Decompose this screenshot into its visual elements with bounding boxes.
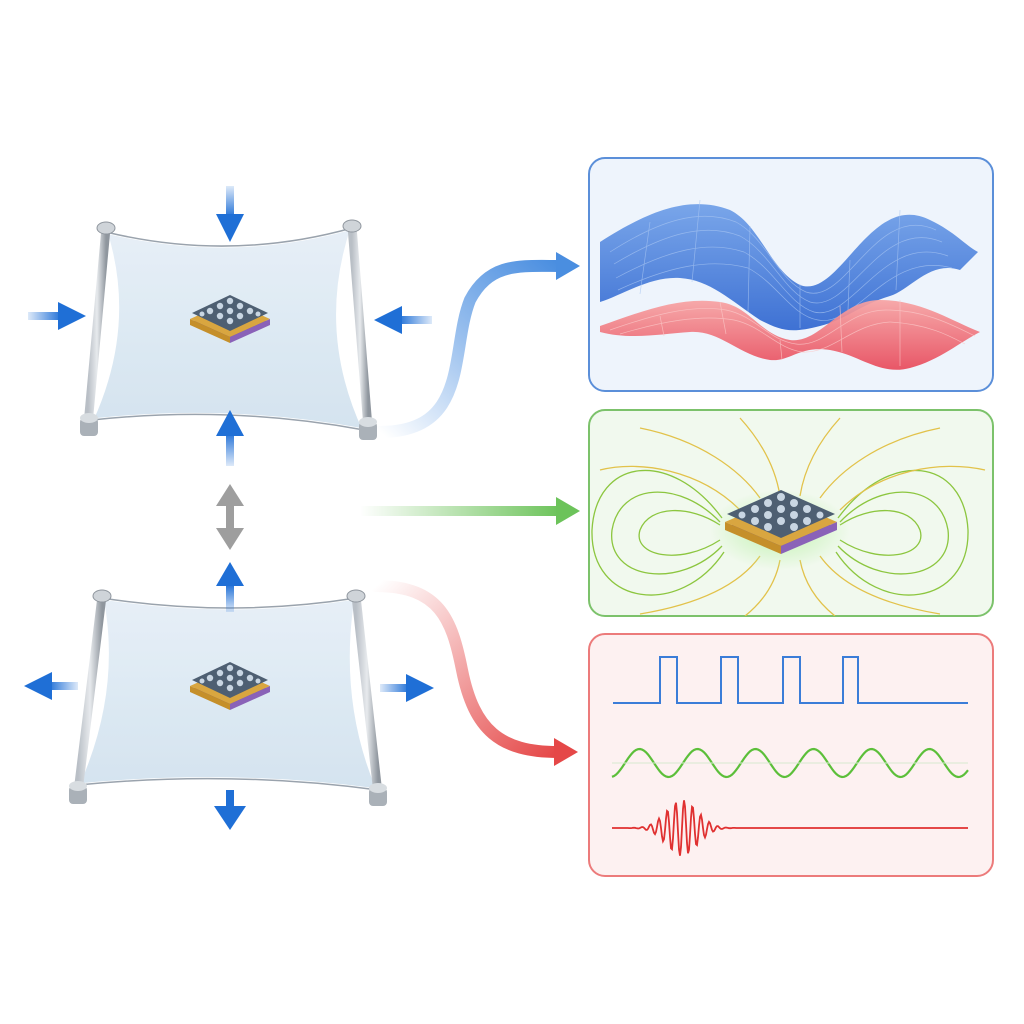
arrow-down-bottom: [214, 790, 246, 830]
arrow-left-right: [374, 306, 432, 334]
chip-top: [190, 295, 270, 343]
flow-arrow-blue: [374, 252, 580, 438]
lower-band-surface: [600, 300, 980, 370]
tensile-strain-frame: [24, 562, 434, 830]
double-headed-arrow: [216, 484, 244, 550]
arrow-left-left: [24, 672, 78, 700]
flow-arrow-red: [370, 580, 578, 766]
flow-arrow-green: [360, 497, 580, 525]
upper-band-mesh: [609, 199, 953, 328]
arrow-down-top: [216, 186, 244, 242]
frame-posts: [80, 219, 377, 440]
sine-wave: [611, 747, 969, 779]
chip-bottom: [190, 662, 270, 710]
wave-packet: [612, 800, 968, 856]
arrow-right-left: [28, 302, 86, 330]
field-lines: [591, 417, 986, 616]
frame-posts-bottom: [69, 589, 387, 806]
signal-panel: [588, 633, 994, 877]
arrow-up-bottom: [216, 410, 244, 466]
band-structure-panel: [588, 157, 994, 392]
compressive-arrows: [28, 186, 432, 466]
arrow-right-right: [380, 674, 434, 702]
field-lines-panel: [588, 409, 994, 617]
chip-field: [725, 490, 837, 554]
tensile-arrows: [24, 562, 434, 830]
arrow-up-top: [216, 562, 244, 612]
lower-band-mesh: [609, 300, 976, 366]
upper-band-surface: [600, 204, 978, 331]
square-pulse-train: [613, 656, 968, 704]
compressive-strain-frame: [28, 186, 432, 466]
